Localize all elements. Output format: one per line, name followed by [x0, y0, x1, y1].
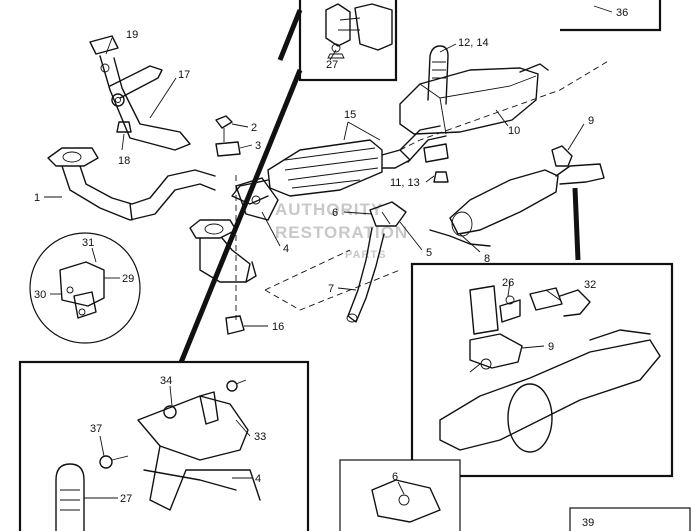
clamp-3 — [215, 141, 241, 157]
watermark-line1: AUTHORITY — [275, 200, 383, 219]
callout-10: 10 — [508, 125, 520, 137]
intermediate-pipe — [399, 125, 447, 163]
u-bolt-12-14 — [427, 45, 449, 105]
hanger-9 — [551, 145, 573, 167]
callout-15: 15 — [344, 109, 356, 121]
front-exhaust-pipe-1 — [47, 147, 257, 283]
callout-16: 16 — [272, 321, 284, 333]
callout-26: 26 — [502, 277, 514, 289]
inset-bottom-left — [18, 360, 310, 531]
callout-9-inset: 9 — [548, 341, 554, 353]
callout-17: 17 — [178, 69, 190, 81]
callout-1: 1 — [34, 192, 40, 204]
watermark: AUTHORITY RESTORATION PARTS — [275, 200, 408, 261]
callout-9: 9 — [588, 115, 594, 127]
bracket-4 — [235, 177, 279, 221]
inset-right-hanger — [410, 262, 674, 478]
callout-6-inset: 6 — [392, 471, 398, 483]
callout-27-inset: 27 — [120, 493, 132, 505]
callout-36: 36 — [616, 7, 628, 19]
callout-39: 39 — [582, 517, 594, 529]
clamp-11-13 — [423, 143, 449, 183]
callout-2: 2 — [251, 122, 257, 134]
callout-29: 29 — [122, 273, 134, 285]
callout-19: 19 — [126, 29, 138, 41]
inset-bottom-right — [569, 507, 691, 531]
callout-8: 8 — [484, 253, 490, 265]
muffler-10 — [399, 63, 549, 135]
callout-6: 6 — [332, 207, 338, 219]
callout-5: 5 — [426, 247, 432, 259]
callout-30: 30 — [34, 289, 46, 301]
callout-7: 7 — [328, 283, 334, 295]
callout-18: 18 — [118, 155, 130, 167]
inset-bottom-center — [339, 459, 461, 531]
inset-circle-hanger — [29, 232, 141, 344]
nut-18 — [116, 121, 132, 133]
hanger-5-6 — [369, 201, 407, 227]
pipe-7 — [346, 227, 385, 323]
callout-37: 37 — [90, 423, 102, 435]
bolt-2 — [215, 115, 233, 142]
callout-4: 4 — [283, 243, 289, 255]
inset-top-right — [560, 0, 662, 32]
reference-line-lower — [264, 249, 401, 311]
leader-lines — [44, 5, 613, 499]
callout-32: 32 — [584, 279, 596, 291]
callout-12-14: 12, 14 — [458, 37, 489, 49]
callout-34: 34 — [160, 375, 172, 387]
divider-right — [572, 187, 581, 261]
callout-27-top: 27 — [326, 59, 338, 71]
inset-top-hanger — [298, 0, 398, 82]
resonator-8 — [429, 163, 605, 247]
nut-16 — [225, 315, 245, 335]
callout-33: 33 — [254, 431, 266, 443]
reference-line-upper — [399, 59, 611, 151]
divider-left-top — [277, 9, 303, 61]
watermark-line2: RESTORATION — [275, 223, 408, 242]
hanger-bracket-17 — [89, 35, 191, 151]
callout-31: 31 — [82, 237, 94, 249]
divider-left — [177, 69, 303, 366]
callout-labels: 1 2 3 4 4 5 6 6 7 8 9 9 10 11, 13 12, 14… — [34, 7, 628, 529]
callout-4-inset: 4 — [255, 473, 261, 485]
callout-3: 3 — [255, 140, 261, 152]
callout-11-13: 11, 13 — [390, 177, 420, 189]
watermark-line3: PARTS — [345, 249, 386, 261]
